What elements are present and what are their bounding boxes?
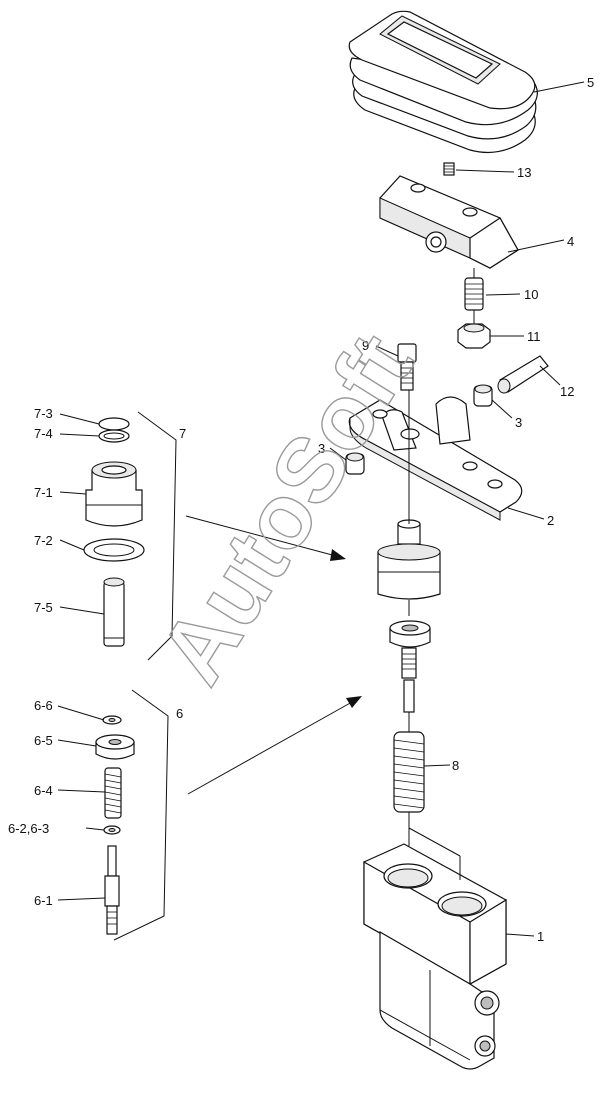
assembly-arrow-6 <box>187 696 362 795</box>
part-7-2-seal <box>83 538 145 562</box>
part-10-adjust-screw <box>464 277 484 311</box>
part-7-5-push-rod <box>103 577 125 647</box>
part-13-set-screw <box>443 162 455 176</box>
label-11: 11 <box>527 329 541 344</box>
part-6-4-spring <box>104 767 122 819</box>
part-11-nut <box>457 323 491 349</box>
label-6-4: 6-4 <box>34 783 53 798</box>
part-7-3-snap-ring <box>98 417 130 431</box>
part-3-bushing-right <box>473 384 493 407</box>
part-labels: 5 13 4 10 11 9 12 3 3 2 8 1 7 6 7-3 7-4 … <box>8 75 594 944</box>
label-2: 2 <box>547 513 554 528</box>
part-1-valve-body <box>363 843 507 1070</box>
group-6-bracket <box>113 689 169 941</box>
part-9-bolt <box>397 343 417 391</box>
label-13: 13 <box>517 165 531 180</box>
label-3-right: 3 <box>515 415 522 430</box>
leader-lines <box>57 81 585 937</box>
label-7-4: 7-4 <box>34 426 53 441</box>
part-12-pin <box>497 355 549 394</box>
label-6-1: 6-1 <box>34 893 53 908</box>
part-5-boot <box>348 10 538 153</box>
label-9: 9 <box>362 338 369 353</box>
group-7-bracket <box>137 411 177 661</box>
label-4: 4 <box>567 234 574 249</box>
label-6-5: 6-5 <box>34 733 53 748</box>
label-7-3: 7-3 <box>34 406 53 421</box>
part-8-spring <box>393 731 425 813</box>
label-8: 8 <box>452 758 459 773</box>
label-6: 6 <box>176 706 183 721</box>
label-10: 10 <box>524 287 538 302</box>
label-6-6: 6-6 <box>34 698 53 713</box>
label-3-left: 3 <box>318 441 325 456</box>
part-6-assembled <box>389 620 431 713</box>
label-1: 1 <box>537 929 544 944</box>
label-7-2: 7-2 <box>34 533 53 548</box>
label-5: 5 <box>587 75 594 90</box>
part-3-bushing-left <box>345 452 365 475</box>
assembly-axis <box>408 268 475 880</box>
watermark: AutoSoft <box>140 317 432 700</box>
part-4-bracket <box>379 175 519 269</box>
label-7: 7 <box>179 426 186 441</box>
assembly-arrow-7 <box>185 515 346 561</box>
part-7-4-o-ring <box>98 429 130 443</box>
part-6-1-spool <box>104 845 120 935</box>
label-7-1: 7-1 <box>34 485 53 500</box>
label-7-5: 7-5 <box>34 600 53 615</box>
label-12: 12 <box>560 384 574 399</box>
part-2-plate <box>348 396 523 521</box>
part-7-1-plug <box>85 461 143 527</box>
label-6-2-6-3: 6-2,6-3 <box>8 821 49 836</box>
part-7-assembled <box>377 519 441 600</box>
part-6-6-washer <box>102 715 122 725</box>
part-6-2-6-3-shim <box>103 825 121 835</box>
part-6-5-spring-seat <box>95 734 135 760</box>
